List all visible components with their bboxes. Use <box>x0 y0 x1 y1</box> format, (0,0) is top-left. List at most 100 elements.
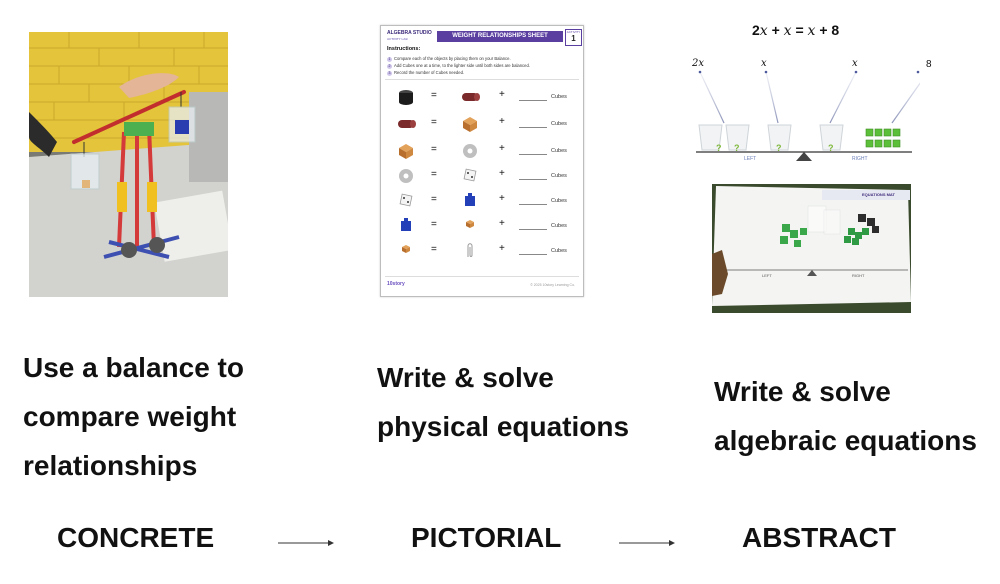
caption-line: Write & solve <box>377 362 554 393</box>
activity-number: 1 <box>571 34 576 43</box>
answer-blank[interactable] <box>519 100 547 101</box>
cup-icon <box>725 124 750 151</box>
worksheet-row: = + Cubes <box>381 115 583 139</box>
small-wood-cube-icon <box>402 245 410 253</box>
label-8: 8 <box>926 59 932 70</box>
equals-sign: = <box>431 244 437 255</box>
label-x-right: x <box>852 58 858 69</box>
plus-sign: + <box>499 116 505 127</box>
blue-block-icon <box>465 193 475 206</box>
plus-sign: + <box>499 168 505 179</box>
cup-question-mark: ? <box>716 143 722 153</box>
activity-badge: ACTIVITY 1 <box>565 29 582 46</box>
black-cylinder-icon <box>399 90 413 105</box>
stage-abstract: ABSTRACT <box>742 522 896 553</box>
balance-diagram-drawing <box>696 70 929 161</box>
cubes-unit: Cubes <box>551 121 567 127</box>
eq-constant: 8 <box>831 22 840 38</box>
mat-left-label: LEFT <box>762 273 772 278</box>
wood-cube-icon <box>399 144 413 159</box>
mat-right-label: RIGHT <box>852 273 865 278</box>
footer-copyright: © 2025 10story Learning Co. <box>530 283 575 287</box>
caption-line: algebraic equations <box>714 425 977 456</box>
cubes-unit: Cubes <box>551 148 567 154</box>
cubes-unit: Cubes <box>551 248 567 254</box>
cup-question-mark: ? <box>734 143 740 153</box>
plus-sign: + <box>499 193 505 204</box>
balance-diagram: ? ? ? ? LEFT RIGHT <box>696 55 929 165</box>
equations-mat-illustration <box>712 184 911 313</box>
equals-sign: = <box>431 219 437 230</box>
plus-sign: + <box>499 243 505 254</box>
step-text: Add Cubes one at a time, to the lighter … <box>394 63 530 68</box>
answer-blank[interactable] <box>519 154 547 155</box>
worksheet-header: ALGEBRA STUDIO ACTIVITY LAB WEIGHT RELAT… <box>385 29 582 46</box>
worksheet-row: = + Cubes <box>381 167 583 191</box>
answer-blank[interactable] <box>519 204 547 205</box>
worksheet-row: = + Cubes <box>381 192 583 216</box>
answer-blank[interactable] <box>519 179 547 180</box>
answer-blank[interactable] <box>519 254 547 255</box>
algebraic-equation: 2x + x = x + 8 <box>752 22 839 39</box>
arrow-right-icon <box>619 540 675 546</box>
green-cubes <box>865 128 901 148</box>
eq-var: x <box>807 23 816 39</box>
equals-sign: = <box>431 169 437 180</box>
label-x-left: x <box>761 58 767 69</box>
paperclip-icon <box>467 243 473 257</box>
blue-block-icon <box>401 218 411 231</box>
worksheet-title: WEIGHT RELATIONSHIPS SHEET <box>437 31 563 42</box>
step-text: Compare each of the objects by placing t… <box>394 56 511 61</box>
eq-op: + <box>815 22 832 38</box>
equals-sign: = <box>431 144 437 155</box>
caption-pictorial: Write & solve physical equations <box>377 353 629 451</box>
red-cylinder-icon <box>398 120 416 128</box>
equals-sign: = <box>431 90 437 101</box>
cup-icon <box>767 124 792 151</box>
cup-icon <box>698 124 723 151</box>
worksheet-divider <box>385 79 579 80</box>
die-icon <box>463 168 477 182</box>
caption-line: relationships <box>23 450 198 481</box>
logo-line-2: ACTIVITY LAB <box>387 37 408 41</box>
washer-icon <box>399 169 413 183</box>
worksheet-row: = + Cubes <box>381 242 583 266</box>
red-cylinder-icon <box>462 93 480 101</box>
wood-cube-icon <box>463 117 477 132</box>
cubes-unit: Cubes <box>551 94 567 100</box>
logo-line-1: ALGEBRA STUDIO <box>387 30 432 36</box>
photo-balance-experiment <box>29 32 228 297</box>
cup-question-mark: ? <box>776 143 782 153</box>
stage-pictorial: PICTORIAL <box>411 522 562 553</box>
worksheet-row: = + Cubes <box>381 88 583 112</box>
cubes-unit: Cubes <box>551 198 567 204</box>
plus-sign: + <box>499 143 505 154</box>
caption-line: physical equations <box>377 411 630 442</box>
balance-photo-illustration <box>29 32 228 297</box>
cubes-unit: Cubes <box>551 173 567 179</box>
small-wood-cube-icon <box>466 220 474 228</box>
eq-var: x <box>783 23 792 39</box>
footer-brand: 10story <box>387 281 405 287</box>
activity-label: ACTIVITY <box>566 30 581 34</box>
eq-coefficient: 2 <box>752 22 760 38</box>
worksheet-row: = + Cubes <box>381 217 583 241</box>
eq-op: + <box>767 22 784 38</box>
caption-abstract: Write & solve algebraic equations <box>714 367 977 465</box>
cup-icon <box>819 124 844 151</box>
plus-sign: + <box>499 89 505 100</box>
worksheet-row: = + Cubes <box>381 142 583 166</box>
plus-sign: + <box>499 218 505 229</box>
arrow-right-icon <box>278 540 334 546</box>
worksheet-divider <box>385 276 579 277</box>
eq-equals: = <box>791 22 808 38</box>
caption-concrete: Use a balance to compare weight relation… <box>23 343 244 490</box>
stage-concrete: CONCRETE <box>57 522 215 553</box>
answer-blank[interactable] <box>519 127 547 128</box>
answer-blank[interactable] <box>519 229 547 230</box>
equals-sign: = <box>431 194 437 205</box>
cup-question-mark: ? <box>828 143 834 153</box>
